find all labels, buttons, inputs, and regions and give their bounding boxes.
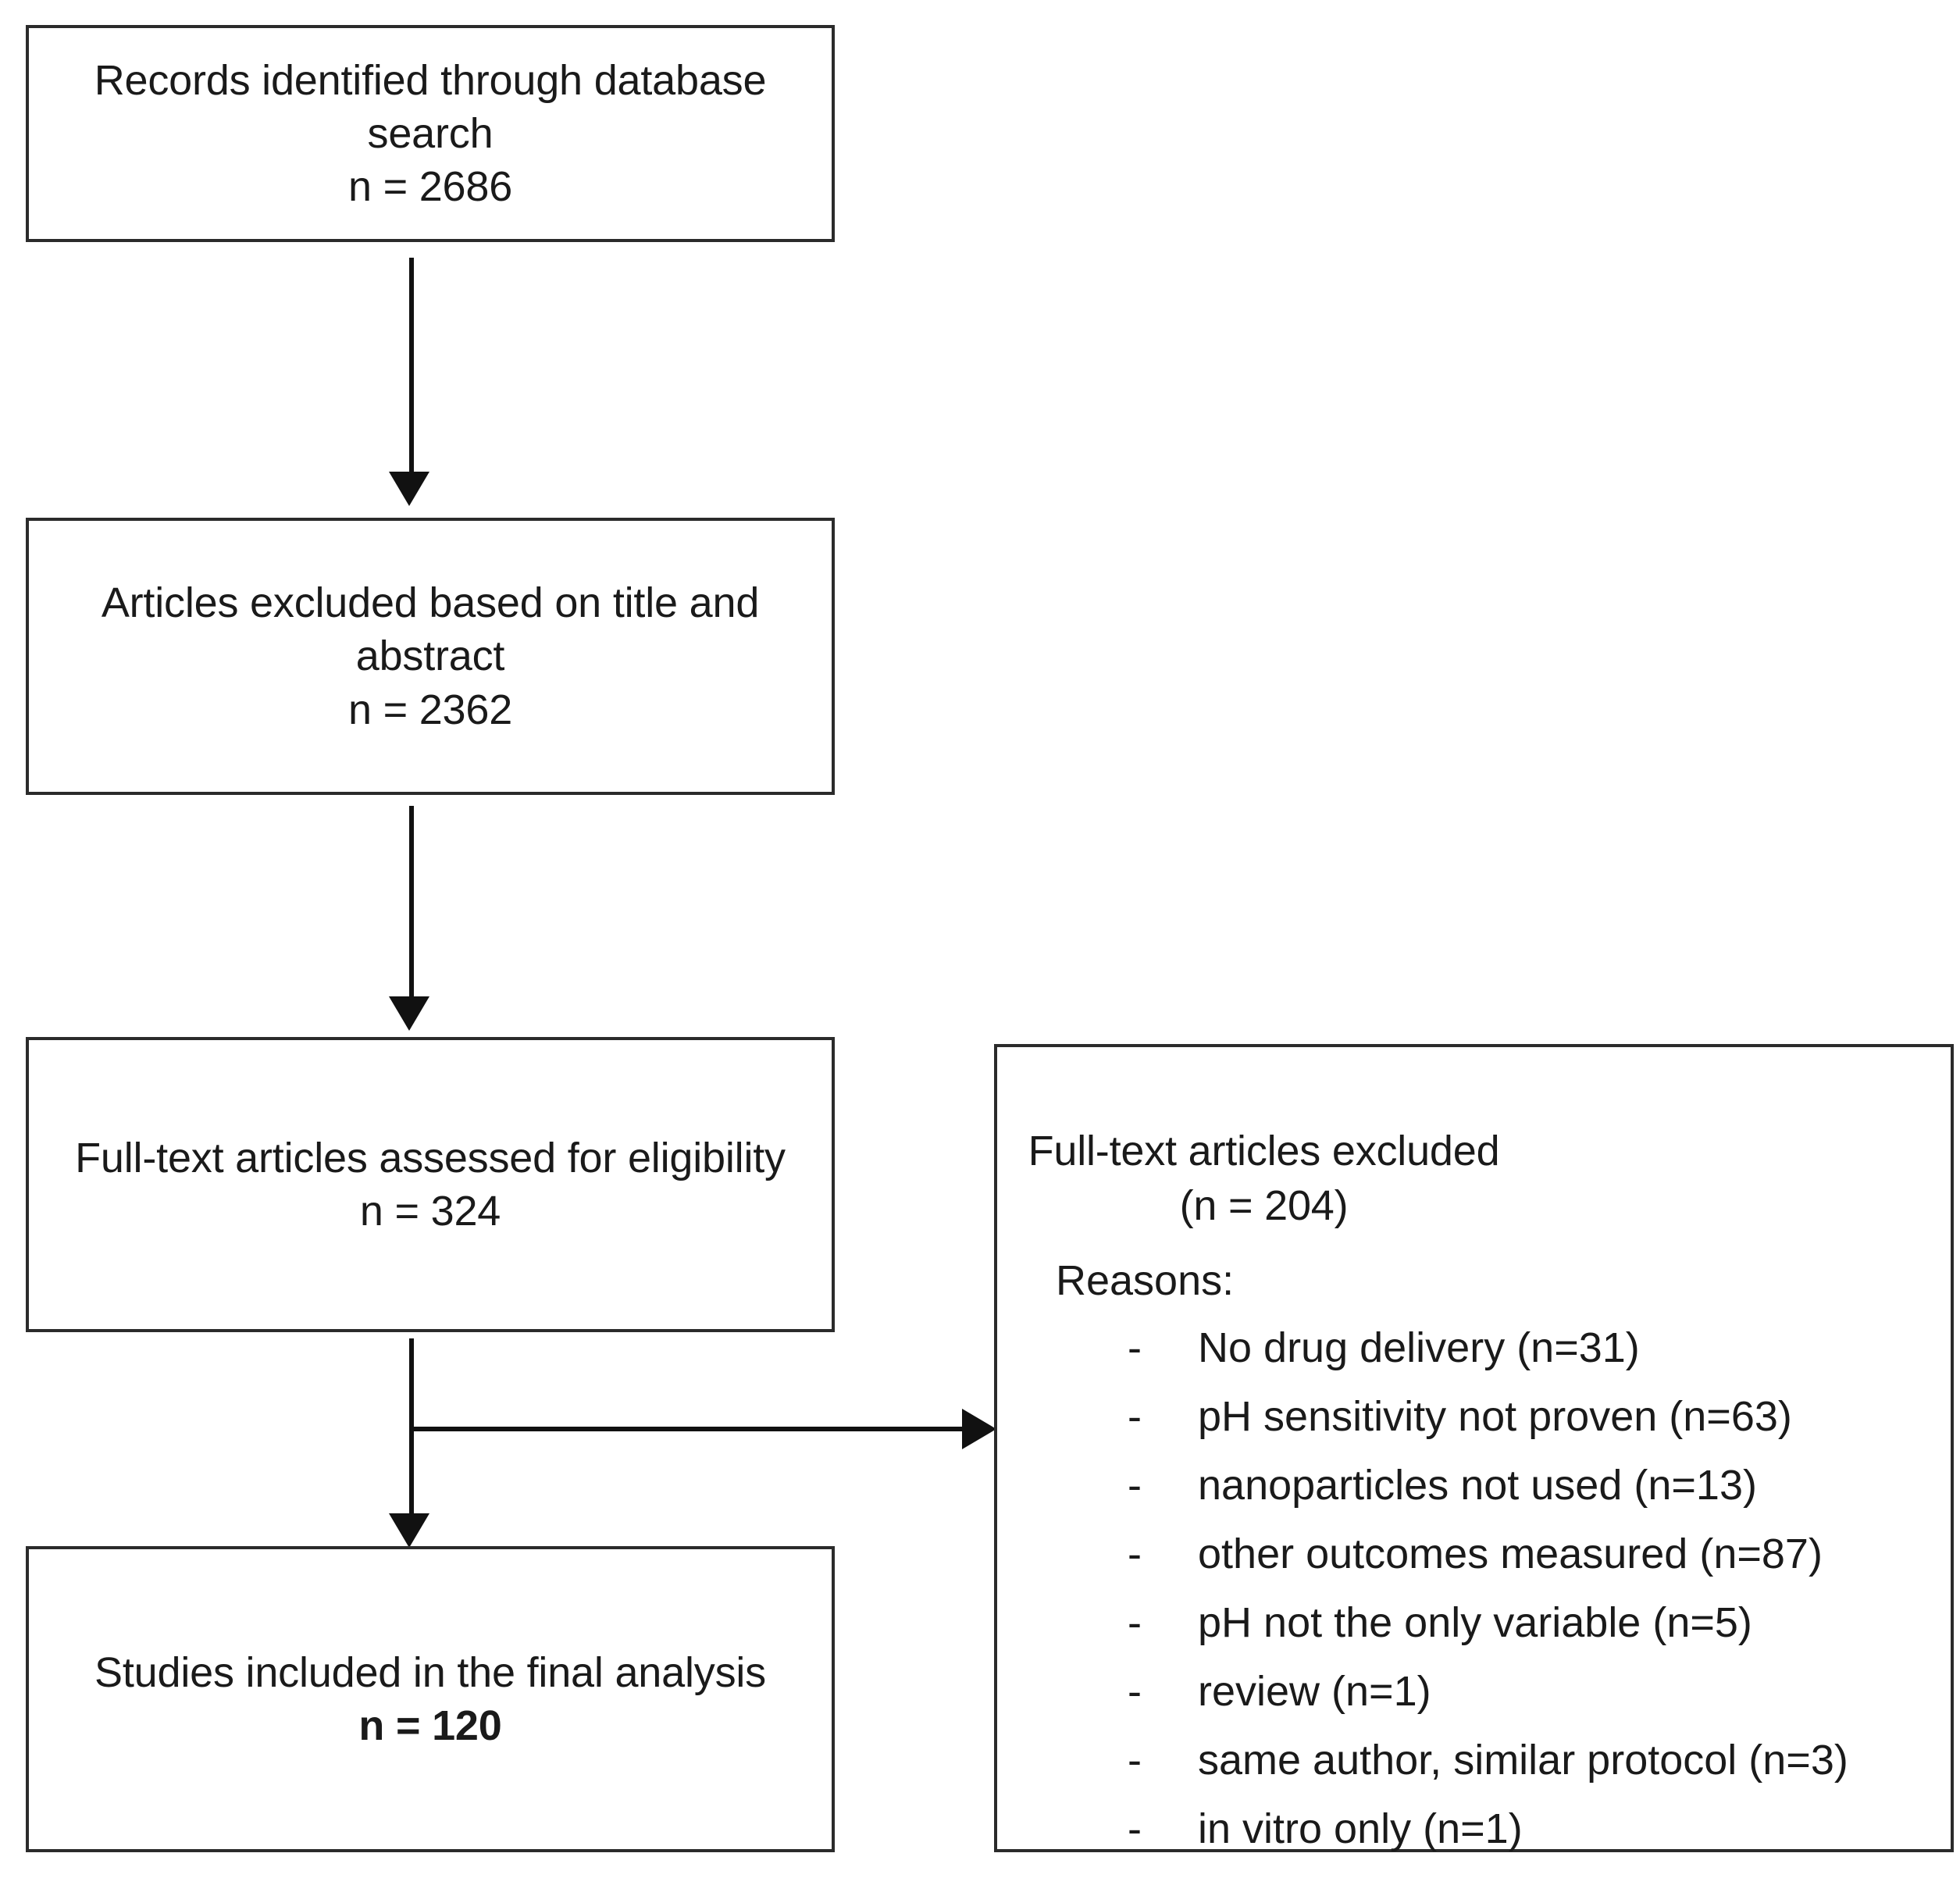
list-item: - nanoparticles not used (n=13): [997, 1451, 1951, 1520]
box-line: Studies included in the final analysis: [94, 1648, 766, 1696]
bullet-dash-icon: -: [1128, 1324, 1142, 1371]
excluded-header: Full-text articles excluded (n = 204): [997, 1124, 1951, 1233]
arrow-down-icon: [389, 996, 429, 1031]
excluded-count: (n = 204): [1179, 1182, 1349, 1230]
connector-line-identified-to-excluded: [409, 258, 414, 478]
list-item: - No drug delivery (n=31): [997, 1313, 1951, 1382]
reason-text: pH not the only variable (n=5): [1198, 1598, 1752, 1646]
arrow-down-icon: [389, 1513, 429, 1548]
box-studies-included: Studies included in the final analysis n…: [26, 1546, 835, 1852]
box-count: n = 120: [358, 1702, 502, 1749]
reason-text: same author, similar protocol (n=3): [1198, 1736, 1848, 1784]
box-count: n = 2686: [347, 163, 513, 211]
reason-text: in vitro only (n=1): [1198, 1805, 1523, 1852]
arrow-down-icon: [389, 472, 429, 506]
arrow-right-icon: [962, 1409, 996, 1449]
bullet-dash-icon: -: [1128, 1530, 1142, 1577]
excluded-title: Full-text articles excluded: [1028, 1128, 1500, 1174]
reason-text: nanoparticles not used (n=13): [1198, 1461, 1757, 1509]
list-item: - pH sensitivity not proven (n=63): [997, 1382, 1951, 1451]
box-count: n = 2362: [347, 686, 513, 733]
connector-line-excluded-to-fulltext: [409, 806, 414, 1001]
reasons-label: Reasons:: [1056, 1257, 1235, 1305]
reasons-list: - No drug delivery (n=31) - pH sensitivi…: [997, 1313, 1951, 1863]
box-articles-excluded-title-abstract: Articles excluded based on title and abs…: [26, 518, 835, 795]
box-line: Articles excluded based on title and: [101, 579, 760, 627]
box-line: Records identified through database: [94, 56, 767, 104]
list-item: - in vitro only (n=1): [997, 1794, 1951, 1863]
bullet-dash-icon: -: [1128, 1736, 1142, 1784]
box-fulltext-excluded-reasons: Full-text articles excluded (n = 204) Re…: [994, 1044, 1954, 1852]
reason-text: No drug delivery (n=31): [1198, 1324, 1640, 1371]
bullet-dash-icon: -: [1128, 1461, 1142, 1509]
list-item: - same author, similar protocol (n=3): [997, 1726, 1951, 1794]
box-records-identified: Records identified through database sear…: [26, 25, 835, 242]
reason-text: other outcomes measured (n=87): [1198, 1530, 1823, 1577]
list-item: - pH not the only variable (n=5): [997, 1588, 1951, 1657]
box-count: n = 324: [359, 1188, 501, 1235]
box-fulltext-assessed: Full-text articles assessed for eligibil…: [26, 1037, 835, 1332]
bullet-dash-icon: -: [1128, 1805, 1142, 1852]
box-line: search: [367, 109, 494, 157]
bullet-dash-icon: -: [1128, 1667, 1142, 1715]
connector-line-fulltext-to-included: [409, 1338, 414, 1535]
box-line: Full-text articles assessed for eligibil…: [75, 1134, 786, 1181]
connector-line-fulltext-to-excluded-box: [409, 1427, 973, 1431]
bullet-dash-icon: -: [1128, 1598, 1142, 1646]
reason-text: review (n=1): [1198, 1667, 1431, 1715]
bullet-dash-icon: -: [1128, 1392, 1142, 1440]
list-item: - other outcomes measured (n=87): [997, 1520, 1951, 1588]
reason-text: pH sensitivity not proven (n=63): [1198, 1392, 1792, 1440]
box-line: abstract: [355, 633, 505, 680]
list-item: - review (n=1): [997, 1657, 1951, 1726]
